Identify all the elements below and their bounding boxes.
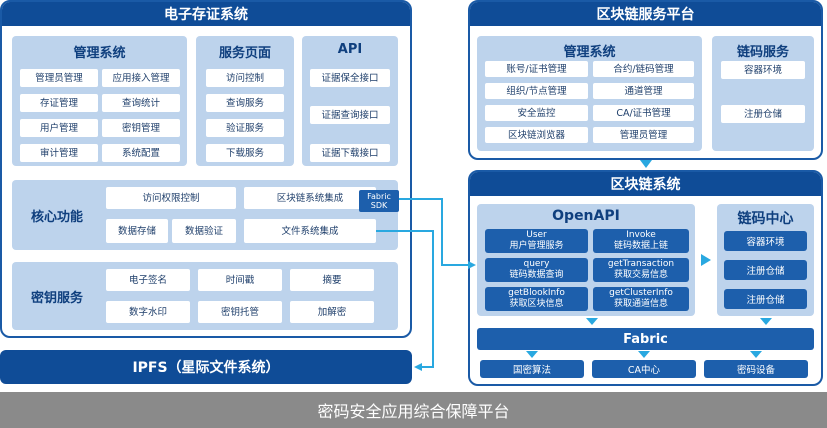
- openapi-item[interactable]: getTransaction 获取交易信息: [593, 258, 689, 282]
- left-mgmt-item[interactable]: 审计管理: [20, 144, 98, 162]
- service-page-title: 服务页面: [218, 46, 271, 61]
- key-service-item[interactable]: 电子签名: [106, 269, 190, 291]
- key-service-item[interactable]: 加解密: [290, 301, 374, 323]
- fabric-sdk-line2: SDK: [370, 201, 388, 210]
- file-to-ipfs-arrow: [376, 230, 434, 371]
- openapi-item[interactable]: getBlookInfo 获取区块信息: [485, 287, 588, 311]
- chaincode-service-title: 链码服务: [736, 45, 789, 60]
- chaincode-service-item[interactable]: 注册仓储: [721, 105, 805, 123]
- left-mgmt-item[interactable]: 用户管理: [20, 119, 98, 137]
- chain-system-title: 区块链系统: [470, 172, 821, 196]
- platform-to-chain-arrow: [640, 160, 652, 168]
- evidence-system-title: 电子存证系统: [2, 2, 410, 26]
- fabric-to-ca-arrow: [638, 351, 650, 358]
- openapi-item[interactable]: Invoke 链码数据上链: [593, 229, 689, 253]
- left-mgmt-title: 管理系统: [73, 46, 126, 61]
- core-item[interactable]: 数据存储: [106, 219, 168, 243]
- left-mgmt-item[interactable]: 应用接入管理: [102, 69, 180, 87]
- sdk-to-chain-arrow: [399, 198, 476, 269]
- chain-bottom-item[interactable]: 密码设备: [704, 360, 808, 378]
- platform-mgmt-item[interactable]: 通道管理: [593, 83, 694, 99]
- platform-mgmt-item[interactable]: 安全监控: [485, 105, 588, 121]
- core-title: 核心功能: [30, 209, 83, 225]
- openapi-to-center-arrow: [701, 254, 711, 266]
- chain-bottom-item[interactable]: CA中心: [592, 360, 696, 378]
- core-item[interactable]: 访问权限控制: [106, 187, 236, 209]
- openapi-item-zh: 获取通道信息: [613, 299, 668, 309]
- platform-mgmt-item[interactable]: CA/证书管理: [593, 105, 694, 121]
- core-item[interactable]: 文件系统集成: [244, 219, 376, 243]
- left-mgmt-item[interactable]: 管理员管理: [20, 69, 98, 87]
- chaincode-center-item[interactable]: 注册仓储: [724, 260, 807, 280]
- openapi-to-fabric-arrow: [586, 318, 598, 325]
- left-mgmt-item[interactable]: 存证管理: [20, 94, 98, 112]
- chaincode-service-item[interactable]: 容器环境: [721, 61, 805, 79]
- platform-title: 区块链服务平台: [470, 2, 821, 26]
- openapi-item-zh: 获取区块信息: [509, 299, 564, 309]
- fabric-sdk-line1: Fabric: [367, 192, 391, 201]
- api-item[interactable]: 证据下载接口: [310, 144, 390, 162]
- core-item[interactable]: 数据验证: [172, 219, 236, 243]
- openapi-item-en: getTransaction: [607, 259, 675, 269]
- openapi-item-en: User: [526, 230, 547, 240]
- fabric-to-device-arrow: [750, 351, 762, 358]
- left-mgmt-item[interactable]: 密钥管理: [102, 119, 180, 137]
- key-service-title: 密钥服务: [30, 290, 83, 306]
- openapi-item-en: getClusterInfo: [609, 288, 673, 298]
- platform-mgmt-title: 管理系统: [563, 45, 616, 60]
- openapi-item-en: Invoke: [626, 230, 656, 240]
- platform-mgmt-item[interactable]: 合约/链码管理: [593, 61, 694, 77]
- api-title: API: [337, 42, 363, 57]
- platform-mgmt-item[interactable]: 区块链浏览器: [485, 127, 588, 143]
- api-item[interactable]: 证据查询接口: [310, 106, 390, 124]
- service-page-item[interactable]: 验证服务: [206, 119, 284, 137]
- left-mgmt-item[interactable]: 查询统计: [102, 94, 180, 112]
- center-to-fabric-arrow: [760, 318, 772, 325]
- chaincode-service-panel: [712, 36, 814, 151]
- service-page-item[interactable]: 下载服务: [206, 144, 284, 162]
- service-page-item[interactable]: 查询服务: [206, 94, 284, 112]
- key-service-item[interactable]: 密钥托管: [198, 301, 282, 323]
- core-item[interactable]: 区块链系统集成: [244, 187, 376, 209]
- openapi-item-zh: 链码数据上链: [613, 241, 668, 251]
- openapi-item[interactable]: User 用户管理服务: [485, 229, 588, 253]
- key-service-item[interactable]: 时间戳: [198, 269, 282, 291]
- fabric-to-gm-arrow: [526, 351, 538, 358]
- platform-mgmt-item[interactable]: 账号/证书管理: [485, 61, 588, 77]
- key-service-item[interactable]: 数字水印: [106, 301, 190, 323]
- platform-mgmt-item[interactable]: 组织/节点管理: [485, 83, 588, 99]
- platform-mgmt-item[interactable]: 管理员管理: [593, 127, 694, 143]
- openapi-title: OpenAPI: [552, 208, 620, 224]
- chaincode-center-item[interactable]: 注册仓储: [724, 289, 807, 309]
- service-page-item[interactable]: 访问控制: [206, 69, 284, 87]
- chaincode-center-item[interactable]: 容器环境: [724, 231, 807, 251]
- openapi-item-en: query: [523, 259, 550, 269]
- openapi-item-zh: 链码数据查询: [509, 270, 564, 280]
- openapi-item[interactable]: getClusterInfo 获取通道信息: [593, 287, 689, 311]
- openapi-item-zh: 获取交易信息: [613, 270, 668, 280]
- chain-bottom-item[interactable]: 国密算法: [480, 360, 584, 378]
- openapi-item[interactable]: query 链码数据查询: [485, 258, 588, 282]
- ipfs-bar: IPFS（星际文件系统）: [0, 350, 412, 384]
- key-service-item[interactable]: 摘要: [290, 269, 374, 291]
- openapi-item-en: getBlookInfo: [508, 288, 565, 298]
- fabric-sdk-badge: Fabric SDK: [359, 190, 399, 212]
- fabric-bar: Fabric: [477, 328, 814, 350]
- api-item[interactable]: 证据保全接口: [310, 69, 390, 87]
- footer-bar: 密码安全应用综合保障平台: [0, 392, 827, 428]
- openapi-item-zh: 用户管理服务: [509, 241, 564, 251]
- chaincode-center-title: 链码中心: [737, 211, 794, 227]
- left-mgmt-item[interactable]: 系统配置: [102, 144, 180, 162]
